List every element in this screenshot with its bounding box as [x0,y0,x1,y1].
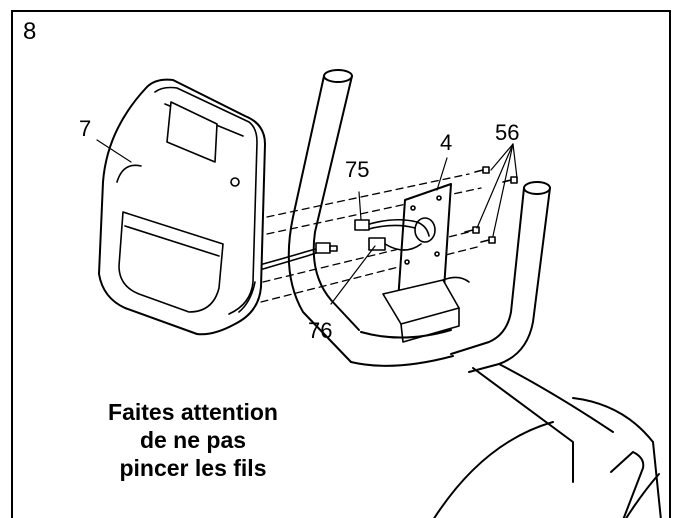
step-number: 8 [23,18,37,45]
bolts-part [464,166,518,244]
console-wires [262,242,338,270]
caption-line-3: pincer les fils [119,455,267,481]
assembly-drawing [96,69,662,518]
wire-75-label: 75 [345,157,370,182]
frame-tubes [287,69,662,518]
bolts-label: 56 [495,120,520,145]
console-label: 7 [79,116,92,141]
frame-wires [354,218,430,251]
leader-lines [96,139,518,305]
caution-caption: Faites attention de ne pas pincer les fi… [73,398,313,482]
caption-line-1: Faites attention [108,399,278,425]
bracket-label: 4 [440,130,453,155]
console-part [98,78,266,336]
diagram-frame: 8 [11,10,671,518]
console-bracket-part [382,183,470,343]
caption-line-2: de ne pas [139,427,247,453]
wire-76-label: 76 [308,318,333,343]
